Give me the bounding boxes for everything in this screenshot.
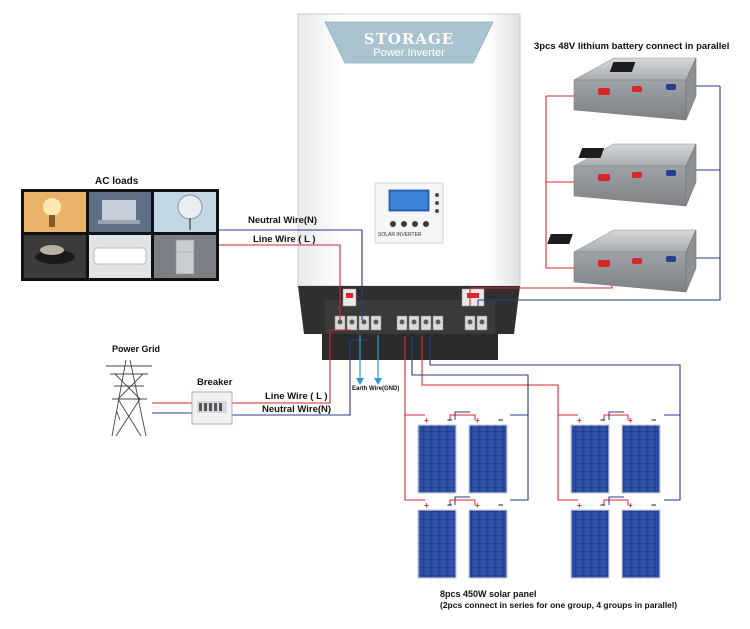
panel-negative-mark: − xyxy=(498,415,503,425)
solar-panel: +− xyxy=(417,500,457,579)
battery-positive-terminal xyxy=(598,260,610,267)
grid-neutral-wire xyxy=(232,339,368,416)
power-grid-tower xyxy=(106,359,152,437)
solar-panel: +− xyxy=(570,500,610,579)
panel-negative-mark: − xyxy=(651,500,656,510)
ac-load-air-conditioner xyxy=(89,235,151,278)
pv-negative-b2 xyxy=(664,415,681,501)
inverter xyxy=(297,13,521,360)
battery-positive-terminal xyxy=(632,86,642,92)
terminal-block xyxy=(334,315,488,331)
panel-negative-mark: − xyxy=(498,500,503,510)
battery-display xyxy=(609,62,636,72)
series-link-3 xyxy=(603,414,629,420)
terminal-cover xyxy=(322,334,498,360)
ac-load-laptop xyxy=(89,192,151,232)
series-link-3b xyxy=(608,411,624,420)
inverter-brand-title: STORAGE xyxy=(363,30,455,48)
series-link-4 xyxy=(603,499,629,505)
battery-title: 3pcs 48V lithium battery connect in para… xyxy=(534,41,730,52)
pv-negative-b xyxy=(429,336,681,416)
solar-panel: +− xyxy=(621,415,661,494)
solar-array: +−+−+−+−+−+−+−+− xyxy=(417,415,661,579)
ac-load-induction-cooker xyxy=(24,235,86,278)
panel-negative-mark: − xyxy=(600,415,605,425)
battery-to-inverter-negative xyxy=(477,258,721,306)
breaker-label: Breaker xyxy=(197,377,233,388)
line-wire-label-ac: Line Wire ( L ) xyxy=(253,234,316,245)
panel-negative-mark: − xyxy=(447,500,452,510)
line-wire-label-grid: Line Wire ( L ) xyxy=(265,391,328,402)
breaker-box xyxy=(191,391,233,425)
battery-positive-terminal xyxy=(632,172,642,178)
series-link-4b xyxy=(608,496,624,505)
series-link-2 xyxy=(449,499,476,505)
solar-panel: +− xyxy=(468,500,508,579)
panel-positive-mark: + xyxy=(424,501,429,510)
inverter-logo-plate xyxy=(324,21,494,64)
pv-positive-a2 xyxy=(404,415,425,501)
power-grid-label: Power Grid xyxy=(112,344,161,354)
solar-panel: +− xyxy=(468,415,508,494)
ac-load-fan xyxy=(154,192,216,232)
battery-negative-terminal xyxy=(666,84,676,90)
panel-positive-mark: + xyxy=(424,416,429,425)
solar-panel: +− xyxy=(570,415,610,494)
panel-positive-mark: + xyxy=(475,416,480,425)
panel-positive-mark: + xyxy=(475,501,480,510)
panel-negative-mark: − xyxy=(651,415,656,425)
status-led xyxy=(435,201,439,205)
neutral-wire-label-grid: Neutral Wire(N) xyxy=(262,404,332,415)
panel-positive-mark: + xyxy=(628,416,633,425)
status-led xyxy=(435,209,439,213)
status-led xyxy=(435,193,439,197)
battery-positive-terminal xyxy=(632,258,642,264)
battery-negative-terminal xyxy=(666,170,676,176)
ac-load-neutral-wire xyxy=(218,229,363,320)
pv-negative-a xyxy=(411,336,529,416)
panel-positive-mark: + xyxy=(577,501,582,510)
ac-loads-label: AC loads xyxy=(95,176,139,187)
ac-loads-grid xyxy=(21,189,219,281)
pv-positive-b xyxy=(421,336,578,416)
lithium-battery xyxy=(573,143,697,207)
battery-bank xyxy=(547,57,697,293)
ac-load-lamp xyxy=(24,192,86,232)
neutral-wire-label-ac: Neutral Wire(N) xyxy=(248,215,318,226)
series-link-1 xyxy=(449,414,476,420)
inverter-panel-label: SOLAR INVERTER xyxy=(378,232,422,238)
ac-load-line-wire xyxy=(218,244,341,320)
grid-line-wire xyxy=(232,329,350,404)
solar-panel-title: 8pcs 450W solar panel xyxy=(440,589,537,599)
lithium-battery xyxy=(547,229,697,293)
pv-positive-b2 xyxy=(557,415,578,501)
battery-display xyxy=(547,234,573,244)
series-link-2b xyxy=(454,496,470,505)
battery-positive-terminal xyxy=(598,174,610,181)
panel-negative-mark: − xyxy=(447,415,452,425)
inverter-brand-subtitle: Power Inverter xyxy=(373,47,445,59)
series-link-1b xyxy=(454,411,470,420)
control-button xyxy=(423,221,429,227)
control-button xyxy=(390,221,396,227)
solar-panel: +− xyxy=(417,415,457,494)
pv-negative-a2 xyxy=(510,415,529,501)
solar-panel-subtitle: (2pcs connect in series for one group, 4… xyxy=(440,600,678,610)
panel-positive-mark: + xyxy=(628,501,633,510)
control-button xyxy=(401,221,407,227)
lithium-battery xyxy=(573,57,697,121)
battery-display xyxy=(578,148,605,158)
solar-panel: +− xyxy=(621,500,661,579)
panel-positive-mark: + xyxy=(577,416,582,425)
earth-wire-label: Earth Wire(GND) xyxy=(352,386,400,392)
battery-negative-terminal xyxy=(666,256,676,262)
panel-negative-mark: − xyxy=(600,500,605,510)
control-button xyxy=(412,221,418,227)
ac-load-refrigerator xyxy=(154,235,216,278)
battery-positive-terminal xyxy=(598,88,610,95)
